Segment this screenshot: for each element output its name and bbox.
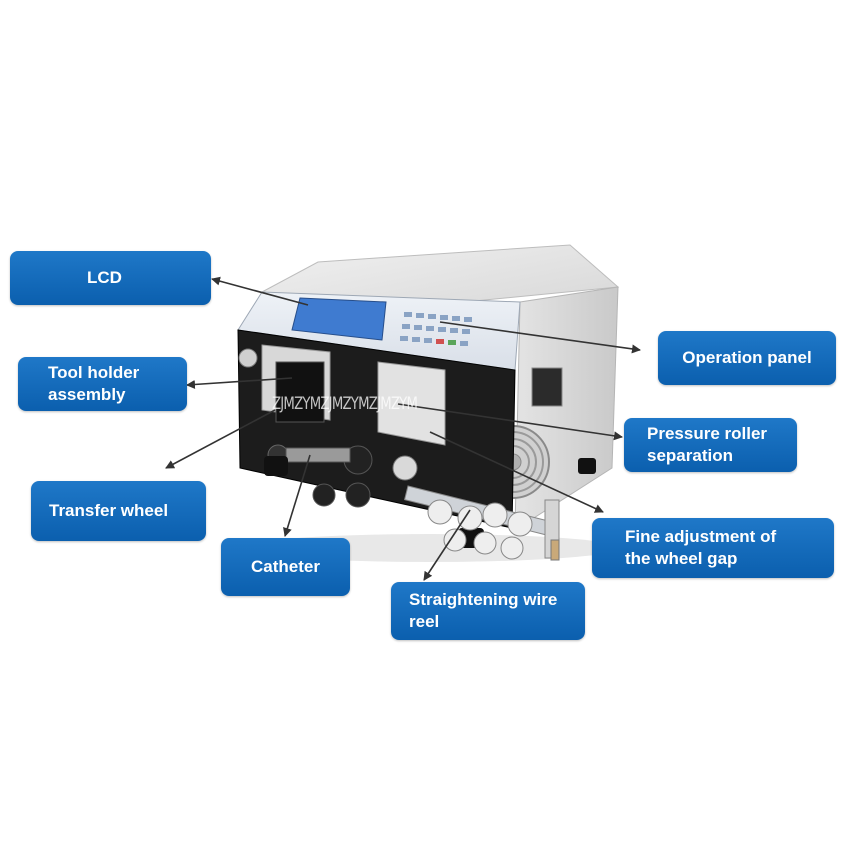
callout-tool-holder: Tool holder assembly [18, 357, 187, 411]
arrow-operation-panel [439, 321, 641, 354]
machine-foot-back [578, 458, 596, 474]
catheter-tube [285, 447, 351, 463]
keypad [400, 312, 472, 346]
callout-straightening-wire-reel: Straightening wire reel [391, 582, 585, 640]
right-roller-plate [377, 361, 446, 446]
arrow-straightening-reel [423, 509, 471, 581]
callout-lcd: LCD [10, 251, 211, 305]
arrow-tool-holder [186, 377, 293, 389]
watermark-text: ZJMZYMZJMZYMZJMZYM [272, 394, 418, 414]
machine-foot-left [264, 456, 288, 476]
tool-holder-block [275, 361, 325, 423]
callout-operation-panel: Operation panel [658, 331, 836, 385]
arrow-transfer-wheel [165, 409, 276, 469]
side-label-window [531, 367, 563, 407]
lcd-screen [291, 297, 387, 341]
callout-fine-adjustment-label: Fine adjustment of the wheel gap [625, 527, 777, 568]
callout-tool-holder-label: Tool holder assembly [48, 363, 140, 404]
callout-transfer-wheel-label: Transfer wheel [49, 501, 169, 520]
callout-catheter: Catheter [221, 538, 350, 596]
arrow-fine-adjustment [429, 431, 604, 513]
callout-straightening-wire-reel-label: Straightening wire reel [409, 590, 558, 631]
callout-operation-panel-label: Operation panel [682, 348, 812, 367]
arrow-pressure-roller [397, 403, 623, 441]
straightening-reel-assembly [404, 485, 560, 561]
leader-arrows [165, 276, 641, 581]
callout-transfer-wheel: Transfer wheel [31, 481, 206, 541]
callout-pressure-roller-separation-label: Pressure roller separation [647, 424, 768, 465]
left-knob [238, 348, 258, 368]
arrow-lcd [211, 276, 309, 306]
arrow-catheter [283, 454, 311, 537]
callout-pressure-roller-separation: Pressure roller separation [624, 418, 797, 472]
callout-fine-adjustment: Fine adjustment of the wheel gap [592, 518, 834, 578]
callout-lcd-label: LCD [87, 268, 122, 287]
callout-catheter-label: Catheter [251, 557, 320, 576]
